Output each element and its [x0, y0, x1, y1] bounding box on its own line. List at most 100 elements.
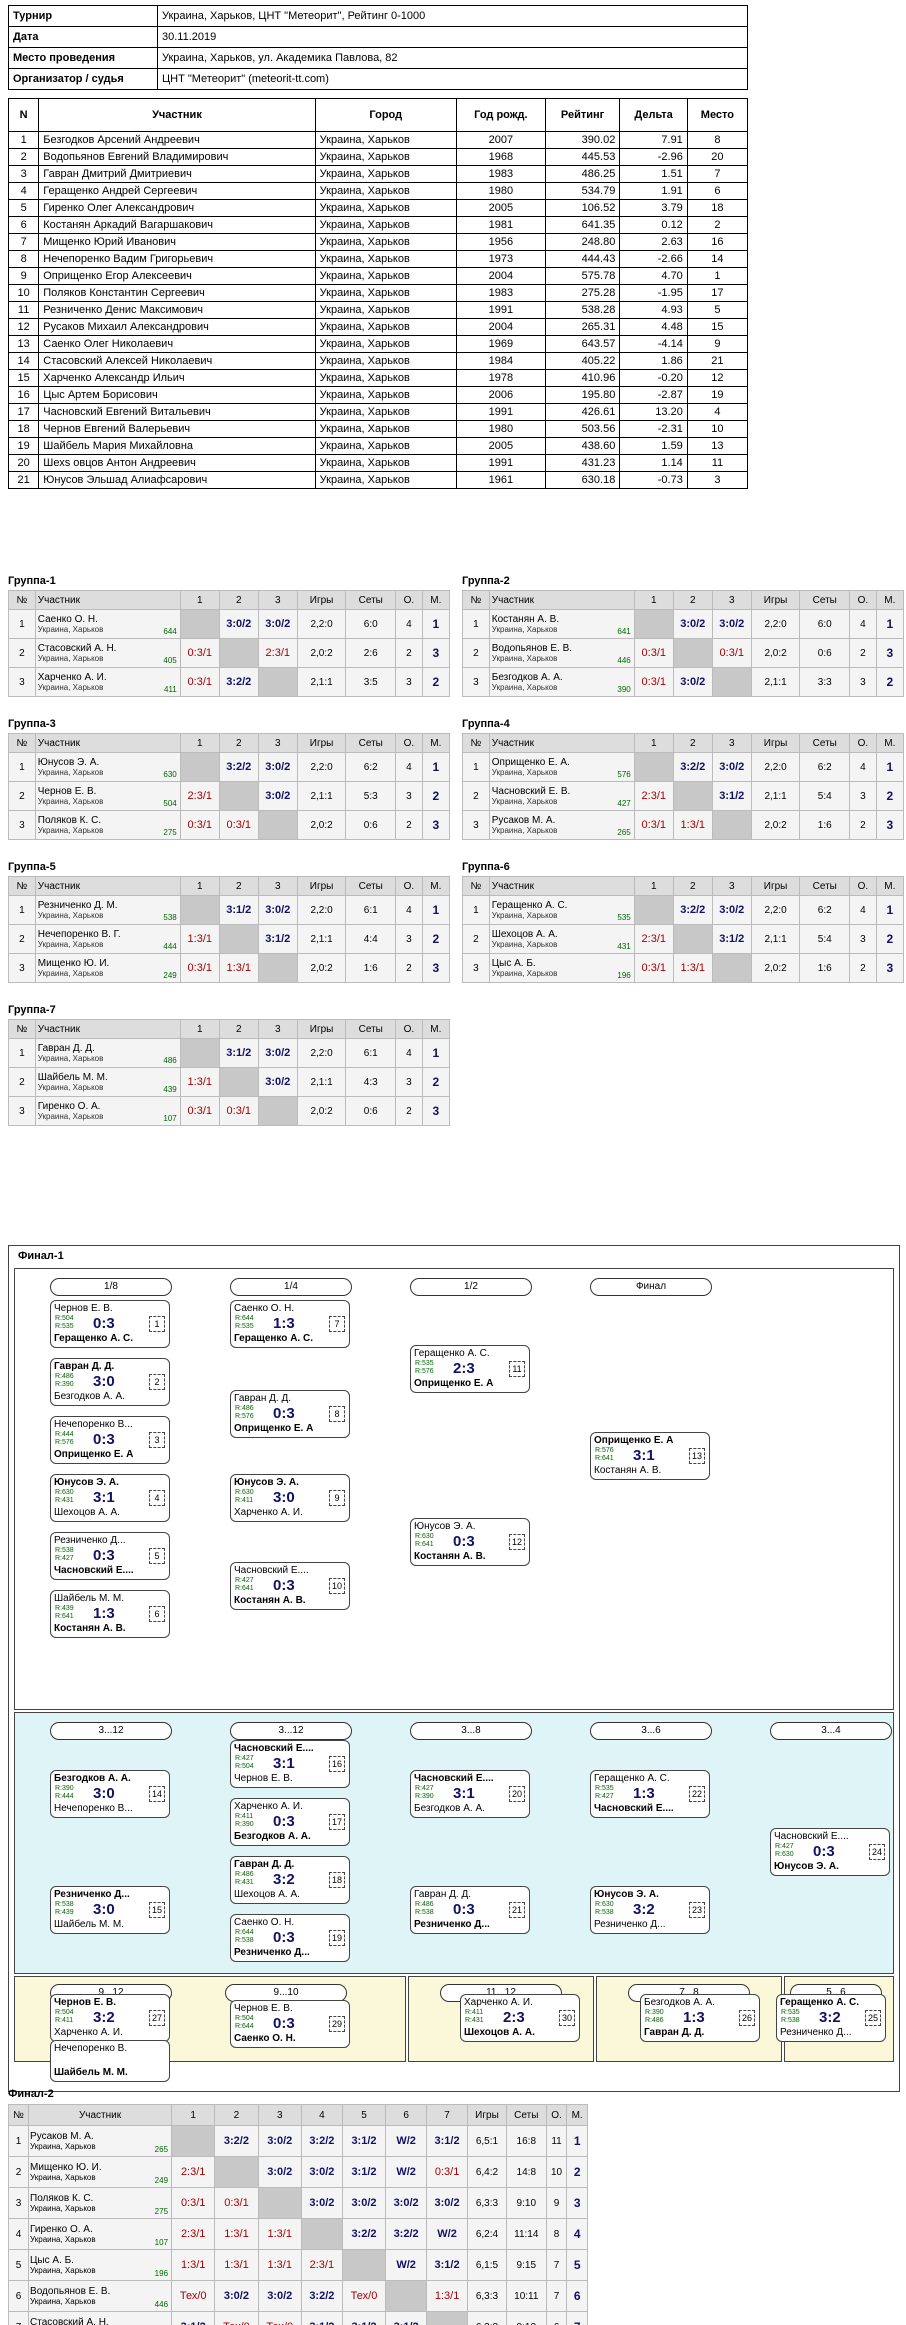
- stat-o: 2: [395, 638, 423, 668]
- match-player-top: Чернов Е. В.: [54, 1303, 113, 1314]
- column-header: О.: [395, 1019, 423, 1039]
- participant-name: Мищенко Ю. И.: [37, 958, 110, 969]
- table-cell: 405.22: [544, 352, 621, 370]
- score-cell: 3:1/2: [426, 2249, 469, 2281]
- column-header: 6: [385, 2104, 428, 2126]
- table-cell: -0.73: [619, 471, 688, 489]
- stat-o: 9: [545, 2187, 568, 2219]
- participant-rating: 535: [617, 913, 631, 922]
- score-cell: 3:1/2: [426, 2125, 469, 2157]
- match-player-bottom: Резниченко Д...: [780, 2027, 852, 2038]
- info-key: Организатор / судья: [8, 68, 158, 90]
- row-number: 6: [7, 2280, 30, 2312]
- match-player-top: Часновский Е....: [774, 1831, 849, 1842]
- rating-bottom: R:630: [775, 1851, 794, 1858]
- match-score: 0:3: [93, 1431, 115, 1448]
- column-header: 1: [633, 733, 674, 753]
- participant-city: Украина, Харьков: [37, 625, 104, 634]
- column-header: Сеты: [799, 590, 851, 610]
- table-cell: Нечепоренко Вадим Григорьевич: [38, 250, 316, 268]
- stat-s: 1:6: [799, 810, 851, 840]
- rating-top: R:644: [235, 1929, 254, 1936]
- score: 0:3/1: [187, 819, 212, 831]
- score-cell: 3:1/2: [341, 2125, 387, 2157]
- score: Тех/0: [350, 2290, 378, 2302]
- table-cell: Цыс Артем Борисович: [38, 386, 316, 404]
- score-cell: [214, 2156, 259, 2188]
- rating-bottom: R:431: [235, 1879, 254, 1886]
- stat-o: 3: [395, 667, 423, 697]
- info-value: ЦНТ "Метеорит" (meteorit-tt.com): [157, 68, 748, 90]
- column-header: 1: [179, 590, 220, 610]
- score-cell: 1:3/1: [179, 1067, 220, 1097]
- score-cell: [179, 609, 220, 639]
- stat-o: 3: [849, 781, 877, 811]
- table-cell: 1: [7, 131, 40, 149]
- row-number: 1: [462, 895, 490, 925]
- participant-city: Украина, Харьков: [491, 826, 558, 835]
- score: 1:3/1: [180, 2259, 206, 2271]
- table-cell: 14: [686, 250, 749, 268]
- participant-name: Геращенко А. С.: [491, 900, 568, 911]
- score-cell: 0:3/1: [633, 953, 674, 983]
- score: Тех/0: [266, 2321, 293, 2325]
- match-number: 3: [149, 1432, 165, 1448]
- match-player-bottom: Резниченко Д...: [594, 1919, 666, 1930]
- match-score: 3:2: [819, 2009, 841, 2026]
- participant-name: Юнусов Э. А.: [37, 757, 100, 768]
- match-number: 18: [329, 1872, 345, 1888]
- participant-name: Часновский Е. В.: [491, 786, 571, 797]
- participant-rating: 427: [617, 799, 631, 808]
- rating-top: R:486: [235, 1871, 254, 1878]
- column-header: 1: [179, 733, 220, 753]
- table-cell: 5: [686, 301, 749, 319]
- score: 3:1/2: [226, 1047, 252, 1059]
- info-value: 30.11.2019: [157, 26, 748, 48]
- column-header: М.: [421, 876, 451, 896]
- table-cell: 4.70: [619, 267, 688, 285]
- participant-rating: 390: [617, 685, 631, 694]
- table-cell: 4: [686, 403, 749, 421]
- score: 3:1/2: [226, 904, 252, 916]
- rating-bottom: R:538: [235, 1937, 254, 1944]
- rating-top: R:444: [55, 1431, 74, 1438]
- stat-s: 4:3: [345, 1067, 397, 1097]
- score-cell: 1:3/1: [214, 2218, 259, 2250]
- stat-o: 4: [395, 1038, 423, 1068]
- match-player-top: Юнусов Э. А.: [414, 1521, 476, 1532]
- match-player-bottom: Безгодков А. А.: [54, 1391, 125, 1402]
- match-score: 3:1: [93, 1489, 115, 1506]
- match-player-top: Геращенко А. С.: [780, 1997, 859, 2008]
- rating-top: R:504: [235, 2015, 254, 2022]
- stat-o: 2: [395, 1096, 423, 1126]
- match-player-bottom: Резниченко Д...: [414, 1919, 490, 1930]
- participant-city: Украина, Харьков: [37, 797, 104, 806]
- group-title: Группа-5: [8, 861, 56, 873]
- table-cell: 18: [7, 420, 40, 438]
- score-cell: [341, 2249, 387, 2281]
- score: 0:3/1: [641, 962, 666, 974]
- table-cell: Украина, Харьков: [314, 352, 457, 370]
- score-cell: 3:0/2: [341, 2187, 387, 2219]
- score: 3:0/2: [267, 2290, 293, 2302]
